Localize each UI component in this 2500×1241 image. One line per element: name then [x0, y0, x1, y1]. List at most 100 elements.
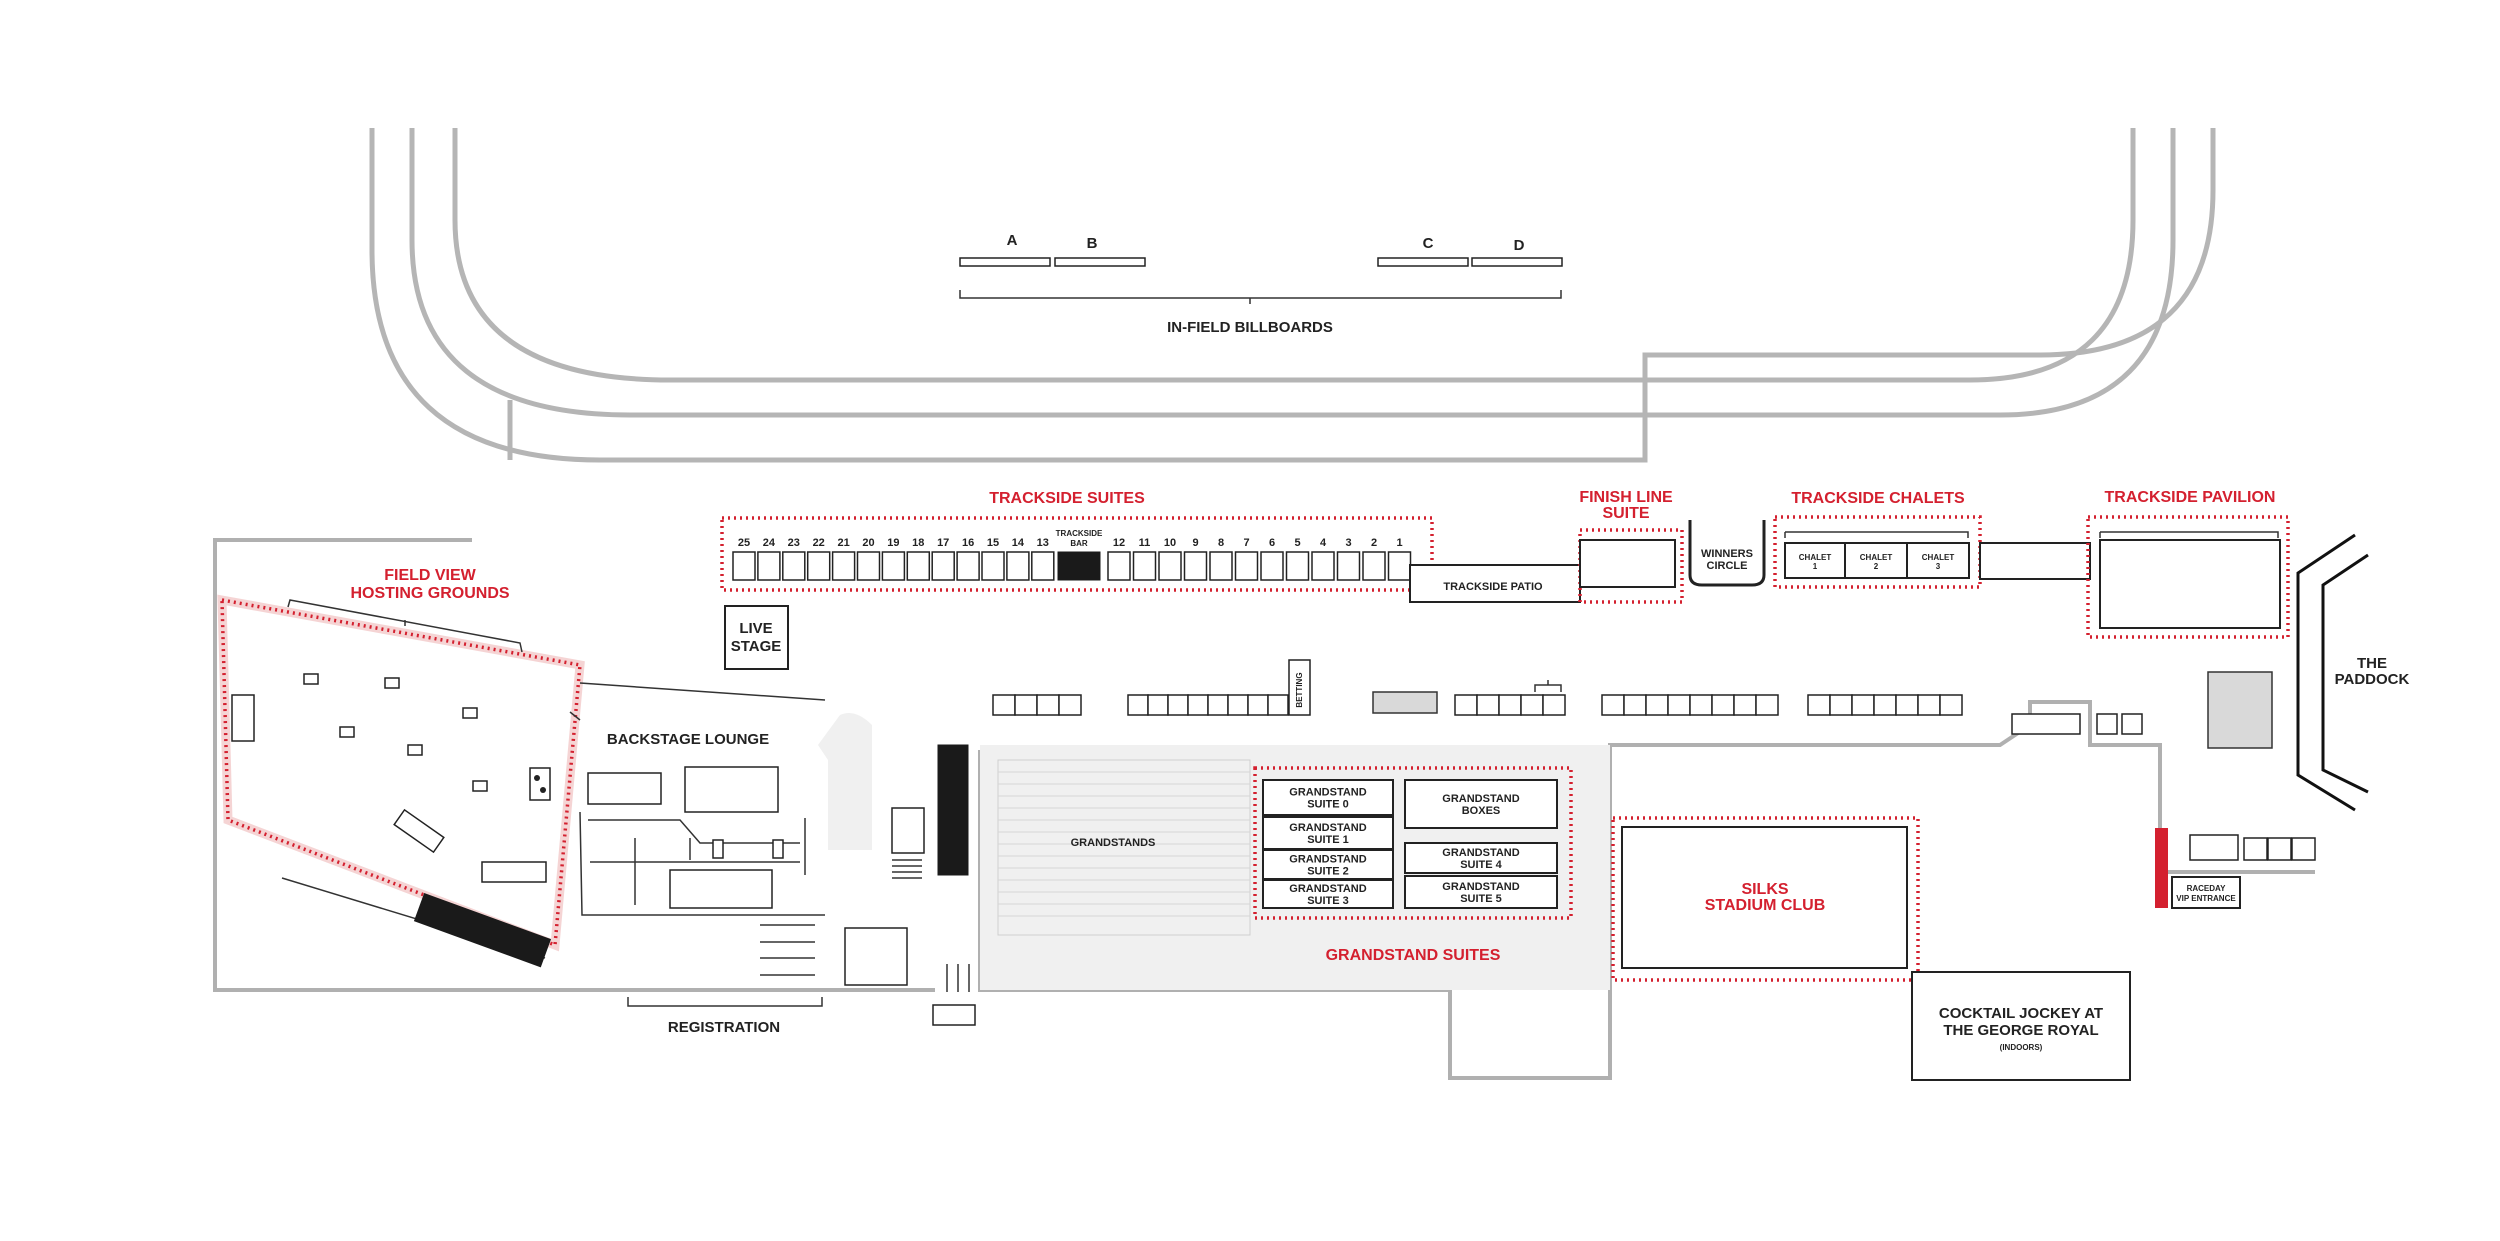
trackside-chalets[interactable]: TRACKSIDE CHALETS CHALET 1 CHALET 2 CHAL…	[1773, 490, 1982, 589]
trackside-suite-2[interactable]	[1362, 551, 1386, 581]
booth[interactable]	[1267, 694, 1289, 716]
trackside-pavilion[interactable]: TRACKSIDE PAVILION	[2086, 489, 2290, 639]
trackside-suite-number: 9	[1192, 537, 1198, 549]
raceday-vip-entrance[interactable]: RACEDAY VIP ENTRANCE	[2171, 876, 2241, 909]
booth[interactable]	[1939, 694, 1963, 716]
booth[interactable]	[1227, 694, 1249, 716]
trackside-suite-23[interactable]	[782, 551, 806, 581]
registration-kiosk[interactable]	[844, 927, 908, 986]
booth[interactable]	[1167, 694, 1189, 716]
booth[interactable]	[1851, 694, 1875, 716]
trackside-suite-13[interactable]	[1031, 551, 1055, 581]
trackside-suite-4[interactable]	[1311, 551, 1335, 581]
betting-booth[interactable]	[1288, 659, 1311, 716]
grandstand-right-suite-2[interactable]	[1404, 875, 1558, 909]
booth[interactable]	[1895, 694, 1919, 716]
trackside-suite-22[interactable]	[806, 551, 831, 581]
billboard-a[interactable]	[959, 257, 1051, 267]
booth[interactable]	[1014, 694, 1038, 716]
booth[interactable]	[1542, 694, 1566, 716]
grandstand-suite-2[interactable]	[1262, 849, 1394, 880]
booth[interactable]	[1187, 694, 1209, 716]
trackside-suite-21[interactable]	[831, 551, 856, 581]
booth[interactable]	[1873, 694, 1897, 716]
chalet-3-label-1: CHALET	[1922, 553, 1955, 562]
winners-circle[interactable]: WINNERS CIRCLE	[1688, 520, 1766, 587]
booth[interactable]	[1807, 694, 1831, 716]
booth[interactable]	[1755, 694, 1779, 716]
service-kiosk	[891, 807, 925, 854]
trackside-suite-17[interactable]	[931, 551, 955, 581]
backstage-lounge[interactable]: BACKSTAGE LOUNGE	[569, 682, 826, 916]
trackside-suite-8[interactable]	[1209, 551, 1233, 581]
field-view-hosting-grounds[interactable]: FIELD VIEW HOSTING GROUNDS	[217, 567, 585, 959]
grandstand-suite-label: GRANDSTAND	[1289, 787, 1366, 799]
trackside-suite-1[interactable]	[1387, 551, 1412, 581]
trackside-suite-19[interactable]	[881, 551, 906, 581]
booth[interactable]	[1711, 694, 1735, 716]
billboard-b[interactable]	[1054, 257, 1146, 267]
booth[interactable]	[1623, 694, 1647, 716]
finish-line-title-1: FINISH LINE	[1579, 489, 1673, 506]
booth[interactable]	[1689, 694, 1713, 716]
chalet-3[interactable]	[1906, 542, 1970, 579]
grandstand-suite-0[interactable]	[1262, 779, 1394, 816]
chalet-2[interactable]	[1844, 542, 1908, 579]
chalet-1[interactable]	[1784, 542, 1846, 579]
trackside-suite-7[interactable]	[1234, 551, 1259, 581]
booth[interactable]	[1036, 694, 1060, 716]
trackside-suite-25[interactable]	[732, 551, 756, 581]
trackside-bar-label-1: TRACKSIDE	[1056, 529, 1103, 538]
grandstand-right-suite-1[interactable]	[1404, 842, 1558, 874]
booth[interactable]	[1147, 694, 1169, 716]
trackside-suite-16[interactable]	[956, 551, 980, 581]
booth[interactable]	[1454, 694, 1478, 716]
grandstand-suite-label: SUITE 1	[1307, 834, 1349, 846]
silks-stadium-club[interactable]: SILKS STADIUM CLUB	[1611, 816, 1920, 982]
trackside-suite-10[interactable]	[1158, 551, 1182, 581]
booths-row-5	[1807, 694, 1963, 716]
billboard-c[interactable]	[1377, 257, 1469, 267]
booth[interactable]	[1207, 694, 1229, 716]
trackside-suite-3[interactable]	[1336, 551, 1361, 581]
trackside-suite-11[interactable]	[1132, 551, 1157, 581]
booth[interactable]	[1520, 694, 1544, 716]
booth[interactable]	[1733, 694, 1757, 716]
booth[interactable]	[992, 694, 1016, 716]
cocktail-label-3: (INDOORS)	[2000, 1043, 2043, 1052]
booth[interactable]	[1476, 694, 1500, 716]
trackside-suite-6[interactable]	[1260, 551, 1284, 581]
trackside-bar[interactable]	[1057, 551, 1101, 581]
grandstand-right-suite-0[interactable]	[1404, 779, 1558, 829]
cocktail-jockey[interactable]: COCKTAIL JOCKEY AT THE GEORGE ROYAL (IND…	[1911, 971, 2131, 1081]
booth[interactable]	[1829, 694, 1853, 716]
finish-line-suite[interactable]: FINISH LINE SUITE	[1578, 489, 1684, 604]
booth[interactable]	[1498, 694, 1522, 716]
booth[interactable]	[1645, 694, 1669, 716]
trackside-suite-20[interactable]	[856, 551, 881, 581]
trackside-suite-5[interactable]	[1285, 551, 1310, 581]
east-kiosk-small-2	[2121, 713, 2143, 735]
booth[interactable]	[1917, 694, 1941, 716]
grandstand-suite-3[interactable]	[1262, 879, 1394, 909]
trackside-suite-9[interactable]	[1183, 551, 1208, 581]
booth[interactable]	[1127, 694, 1149, 716]
trackside-bar-label-2: BAR	[1070, 539, 1088, 548]
booth[interactable]	[1058, 694, 1082, 716]
booth[interactable]	[1667, 694, 1691, 716]
trackside-suite-number: 2	[1371, 537, 1377, 549]
booth[interactable]	[1247, 694, 1269, 716]
trackside-suite-14[interactable]	[1006, 551, 1030, 581]
trackside-suite-18[interactable]	[906, 551, 931, 581]
paddock[interactable]: THE PADDOCK	[2296, 533, 2410, 812]
billboard-d[interactable]	[1471, 257, 1563, 267]
grandstand-suite-1[interactable]	[1262, 816, 1394, 850]
grandstand-suite-label: GRANDSTAND	[1442, 881, 1519, 893]
booth[interactable]	[1601, 694, 1625, 716]
trackside-suite-15[interactable]	[981, 551, 1005, 581]
trackside-suite-24[interactable]	[757, 551, 781, 581]
trackside-suite-12[interactable]	[1107, 551, 1131, 581]
live-stage[interactable]	[724, 605, 789, 670]
